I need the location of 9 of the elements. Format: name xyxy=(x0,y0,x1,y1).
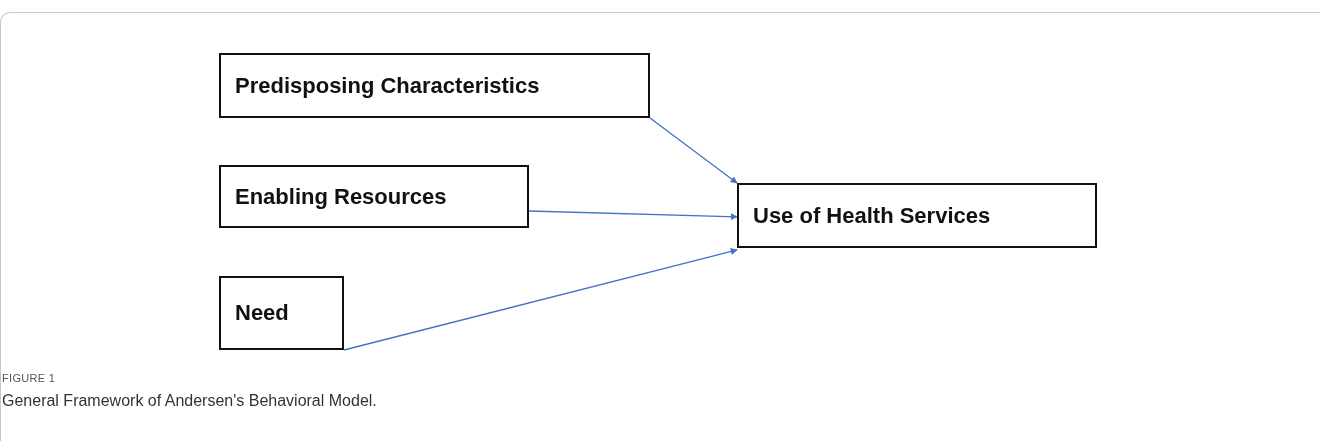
text-box: Predisposing Characteristics xyxy=(219,53,650,118)
arrow xyxy=(343,248,738,351)
arrow xyxy=(649,117,738,184)
text-box: Use of Health Services xyxy=(737,183,1097,248)
arrow xyxy=(528,210,738,221)
text-box: Enabling Resources xyxy=(219,165,529,228)
text-box: Need xyxy=(219,276,344,350)
figure-number: FIGURE 1 xyxy=(2,372,56,384)
caption: General Framework of Andersen's Behavioral Model. xyxy=(2,392,377,410)
